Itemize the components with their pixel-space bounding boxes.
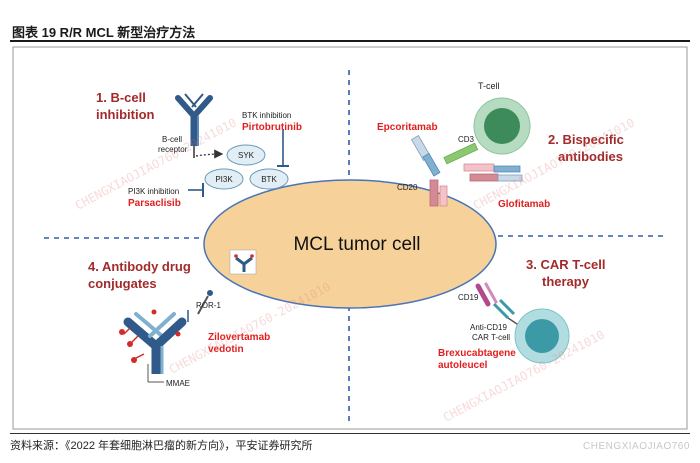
cd20-label: CD20 xyxy=(397,183,418,192)
cd3-label: CD3 xyxy=(458,135,475,144)
pi3k-label: PI3K xyxy=(215,175,233,184)
footer-divider xyxy=(10,433,690,434)
brexucabtagene-label-2: autoleucel xyxy=(438,360,488,371)
brexucabtagene-label-1: Brexucabtagene xyxy=(438,348,516,359)
center-label: MCL tumor cell xyxy=(293,234,420,255)
adc-heading-2: conjugates xyxy=(88,276,157,291)
figure-title: 图表 19 R/R MCL 新型治疗方法 xyxy=(12,25,196,40)
anti-cd19-label-2: CAR T-cell xyxy=(472,333,510,342)
pirtobrutinib-label: Pirtobrutinib xyxy=(242,122,302,133)
footer-watermark: CHENGXIAOJIAO760 xyxy=(583,441,690,452)
epcoritamab-label: Epcoritamab xyxy=(377,122,438,133)
zilovertamab-label-2: vedotin xyxy=(208,344,244,355)
bcell-receptor-icon xyxy=(175,93,213,158)
btk-inhibition-label: BTK inhibition xyxy=(242,111,291,120)
source-note: 资料来源：《2022 年套细胞淋巴瘤的新方向》，平安证券研究所 xyxy=(10,440,313,452)
bcell-heading-2: inhibition xyxy=(96,107,155,122)
receptor-label-1: B-cell xyxy=(162,135,182,144)
bcell-heading-1: 1. B-cell xyxy=(96,90,146,105)
syk-label: SYK xyxy=(238,151,255,160)
cart-heading-1: 3. CAR T-cell xyxy=(526,257,605,272)
bispecific-heading-2: antibodies xyxy=(558,149,623,164)
receptor-label-2: receptor xyxy=(158,145,188,154)
ror1-label: ROR-1 xyxy=(196,301,221,310)
mcl-tumor-cell xyxy=(203,179,497,309)
adc-heading-1: 4. Antibody drug xyxy=(88,259,191,274)
adc-on-cell-icon xyxy=(229,249,257,275)
title-bar: 图表 19 R/R MCL 新型治疗方法 xyxy=(10,20,690,42)
cart-cell-nucleus xyxy=(525,319,559,353)
bispecific-heading-1: 2. Bispecific xyxy=(548,132,624,147)
bispecific-antibody-icon xyxy=(410,135,523,207)
cart-heading-2: therapy xyxy=(542,274,590,289)
anti-cd19-label-1: Anti-CD19 xyxy=(470,323,507,332)
diagram: MCL tumor cell 1. B-cell inhibition B-ce… xyxy=(12,46,688,430)
adc-antibody-icon xyxy=(119,309,187,383)
zilovertamab-label-1: Zilovertamab xyxy=(208,332,270,343)
tcell-label: T-cell xyxy=(478,81,500,91)
cd19-label: CD19 xyxy=(458,293,479,302)
tcell-nucleus xyxy=(484,108,520,144)
pi3k-node xyxy=(204,168,244,190)
btk-label: BTK xyxy=(261,175,277,184)
syk-node xyxy=(226,144,266,166)
ror1-receptor-icon xyxy=(197,290,213,315)
btk-node xyxy=(249,168,289,190)
diagram-svg: MCL tumor cell 1. B-cell inhibition B-ce… xyxy=(12,46,688,430)
receptor-to-syk-arrow xyxy=(195,149,224,159)
pi3k-inhibition-label: PI3K inhibition xyxy=(128,187,179,196)
glofitamab-label: Glofitamab xyxy=(498,199,550,210)
parsaclisib-label: Parsaclisib xyxy=(128,198,181,209)
mmae-label: MMAE xyxy=(166,379,190,388)
